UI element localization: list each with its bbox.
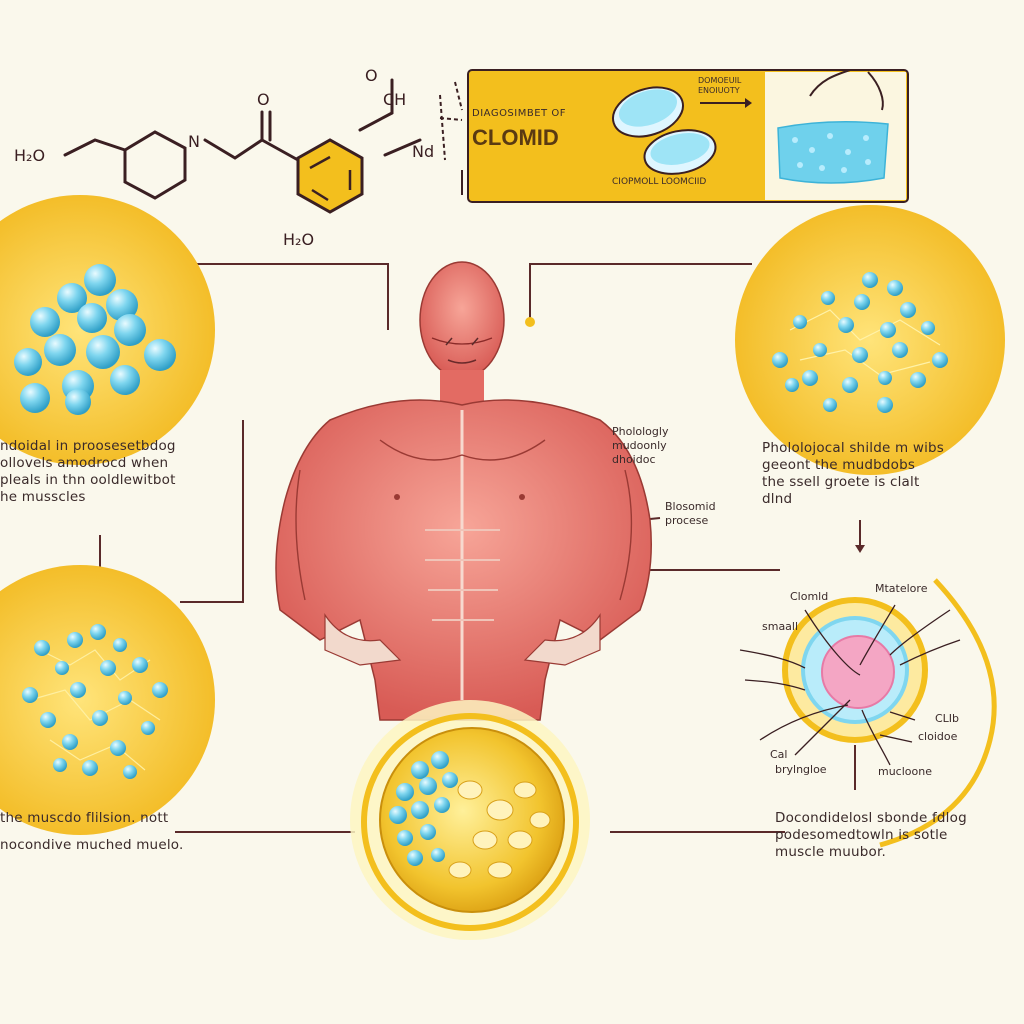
banner-subtitle: DIAGOSIMBET OF — [472, 108, 566, 119]
right-text-bottom-line: Docondidelosl sbonde fdlog — [775, 810, 967, 826]
right-text-top-line: the ssell groete is clalt — [762, 473, 920, 490]
left-text-top-line: ollovels amodrocd when — [0, 454, 169, 471]
cell-label-brylngloe: brylngloe — [775, 763, 827, 776]
cell-label-clomid: Clomld — [790, 590, 829, 603]
molecule-label-n-ring: N — [188, 132, 200, 151]
cell-label-nucleone: mucloone — [878, 765, 932, 778]
left-text-bottom-line — [0, 827, 184, 837]
label-physiology-line: mudoonly — [612, 438, 667, 452]
cell-nucleus — [821, 635, 895, 709]
right-text-bottom-line: podesomedtowln is sotle — [775, 826, 948, 843]
bead-cluster-top-right — [735, 205, 1005, 475]
bead-cluster-top-left — [0, 195, 215, 465]
label-physiology-line: dhoidoc — [612, 452, 656, 466]
molecule-label-h2o-left: H₂O — [14, 146, 46, 165]
right-text-top: Phololojocal shilde m wibs geeont the mu… — [762, 440, 944, 508]
left-text-top: ndoidal in proosesetbdog ollovels amodro… — [0, 438, 176, 506]
cell-label-club: CLIb — [935, 712, 960, 725]
left-text-bottom: the muscdo flilsion. nott nocondive much… — [0, 810, 184, 854]
label-process-line: Blosomid — [665, 500, 716, 513]
right-text-bottom: Docondidelosl sbonde fdlog podesomedtowl… — [775, 810, 967, 861]
left-text-top-line: ndoidal in proosesetbdog — [0, 438, 176, 454]
right-text-top-line: dlnd — [762, 490, 793, 507]
cell-label-mutation: Mtatelore — [875, 582, 928, 595]
molecule-label-o-carbonyl: O — [257, 90, 270, 109]
right-text-top-line: Phololojocal shilde m wibs — [762, 440, 945, 456]
right-text-top-line: geeont the mudbdobs — [762, 456, 916, 473]
label-physiology-line: Pholologly — [612, 425, 669, 438]
cell-label-cloud: cloidoe — [918, 730, 958, 743]
bead-group-top-left — [14, 264, 176, 415]
banner-title: CLOMID — [472, 125, 559, 150]
label-physiology: Pholologly mudoonly dhoidoc — [612, 425, 668, 466]
molecule-structure — [63, 78, 422, 200]
banner-caption: CIOPMOLL LOOMCIID — [612, 177, 707, 187]
left-text-bottom-line: the muscdo flilsion. nott — [0, 810, 169, 826]
right-text-bottom-line: muscle muubor. — [775, 843, 887, 860]
left-text-top-line: he musscles — [0, 488, 86, 505]
cell-outer-arc — [879, 578, 997, 848]
muscular-figure — [275, 261, 652, 721]
molecule-label-n-right: Nd — [412, 142, 435, 161]
molecule-label-ch: CH — [383, 90, 407, 109]
molecule-label-h2o-bottom: H₂O — [283, 230, 315, 249]
cell-label-small: smaall — [762, 620, 799, 633]
label-process: Blosomid procese — [665, 500, 716, 528]
left-text-bottom-line: nocondive muched muelo. — [0, 836, 184, 853]
cell-label-cal: Cal — [770, 748, 788, 761]
banner-right-tag: DOMOEUIL ENOIUOTY — [698, 76, 742, 95]
left-text-top-line: pleals in thn ooldlewitbot — [0, 471, 176, 488]
molecule-label-o-top: O — [365, 66, 378, 85]
benzene-ring — [296, 138, 364, 214]
label-process-line: procese — [665, 513, 709, 527]
